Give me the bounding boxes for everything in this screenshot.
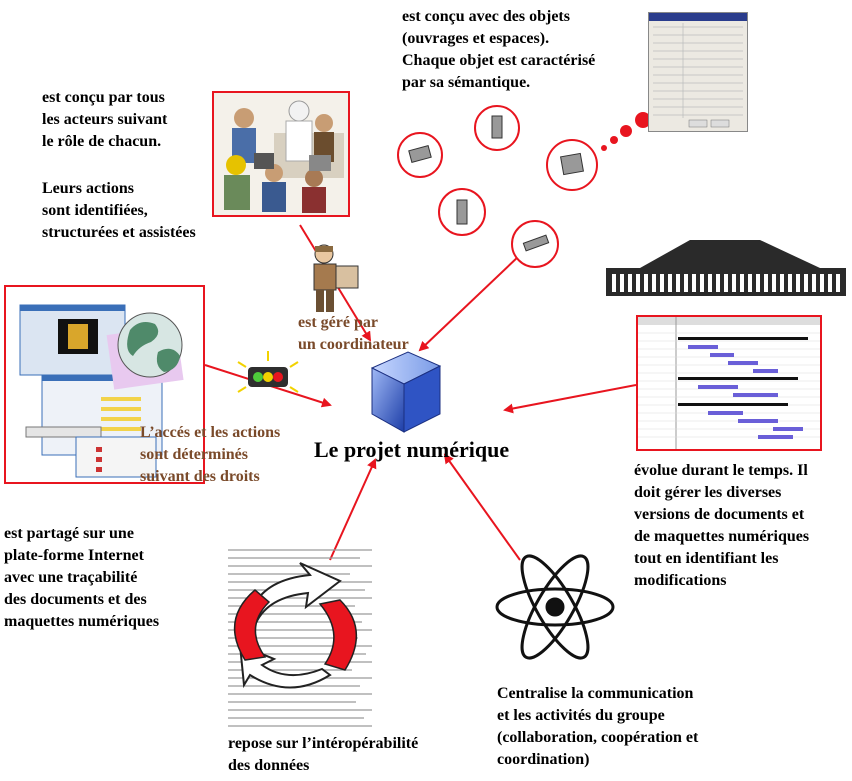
arrow-from-objects [418, 254, 521, 352]
evolves-text: évolue durant le temps. Il doit gérer le… [634, 462, 810, 589]
actors-text: est conçu par tous les acteurs suivant l… [42, 89, 168, 150]
centralise-text: Centralise la communication et les activ… [497, 685, 699, 768]
properties-window [648, 12, 748, 132]
shared-text: est partagé sur une plate-forme Internet… [4, 525, 160, 630]
arrow-from-gantt [503, 384, 637, 414]
coordinator-text: est géré par un coordinateur [298, 314, 409, 353]
team-photo [212, 91, 350, 217]
actions-text: Leurs actions sont identifiées, structur… [42, 180, 196, 241]
interop-text: repose sur l’intéropérabilité des donnée… [228, 735, 419, 774]
web-platform-screenshot[interactable] [4, 285, 205, 484]
rights-text: L’accés et les actions sont déterminés s… [140, 424, 281, 485]
arrow-from-interop [329, 458, 377, 561]
arrow-from-atom [443, 453, 521, 561]
gantt-chart [636, 315, 822, 451]
center-label: Le projet numérique [314, 437, 510, 462]
objects-text: est conçu avec des objets (ouvrages et e… [402, 8, 596, 91]
